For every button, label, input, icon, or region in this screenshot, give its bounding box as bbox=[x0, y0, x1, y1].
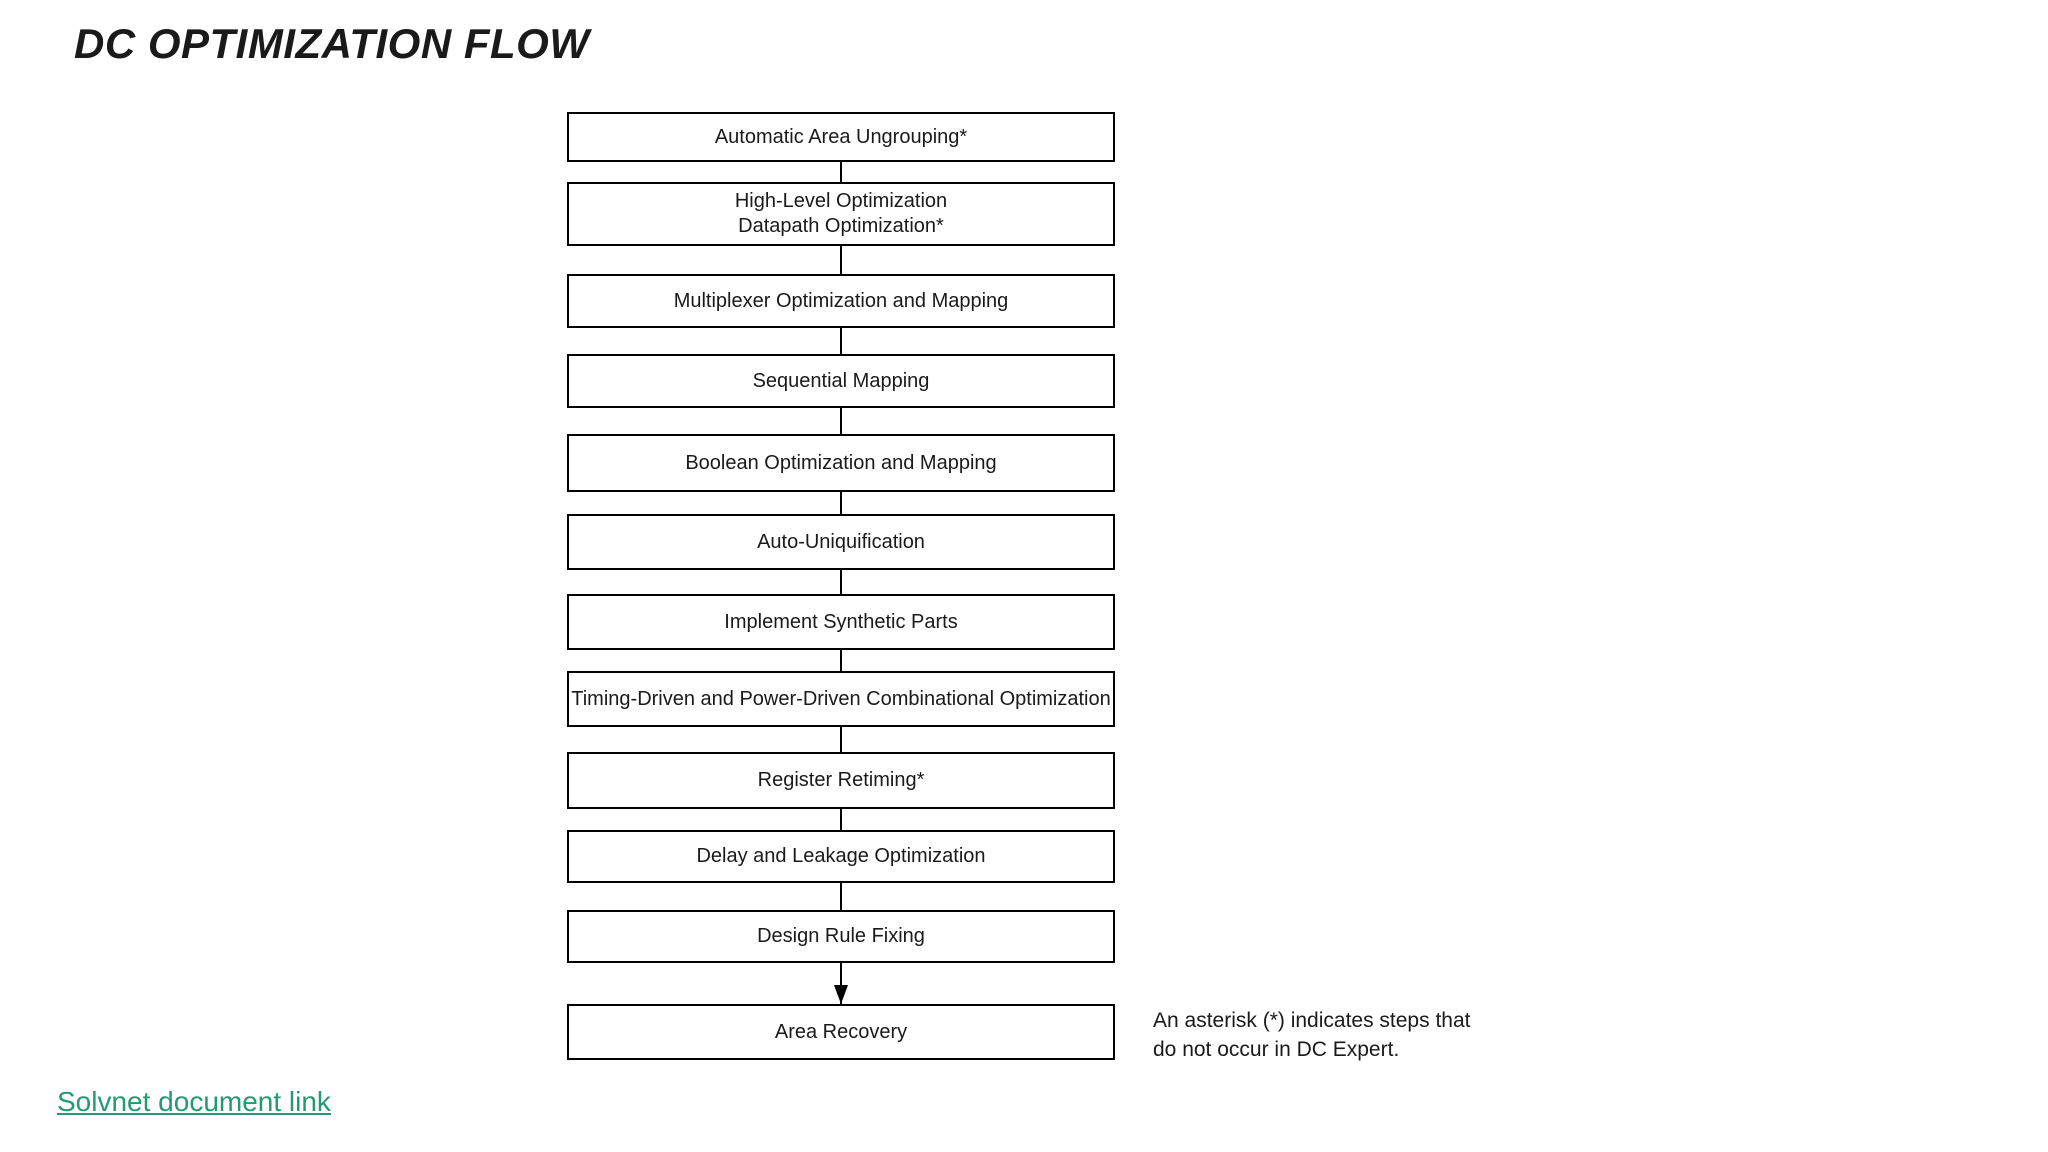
flow-step: Design Rule Fixing bbox=[567, 910, 1115, 963]
flow-step: Implement Synthetic Parts bbox=[567, 594, 1115, 650]
flow-step: Sequential Mapping bbox=[567, 354, 1115, 408]
flow-step-label: Implement Synthetic Parts bbox=[724, 610, 958, 633]
flow-step: Boolean Optimization and Mapping bbox=[567, 434, 1115, 492]
page-title: DC OPTIMIZATION FLOW bbox=[74, 20, 590, 67]
solvnet-link[interactable]: Solvnet document link bbox=[57, 1086, 331, 1117]
flow-step: Delay and Leakage Optimization bbox=[567, 830, 1115, 883]
flow-step: Auto-Uniquification bbox=[567, 514, 1115, 570]
arrowhead-icon bbox=[834, 985, 848, 1004]
flow-step-label: Design Rule Fixing bbox=[757, 925, 925, 947]
flow-connector bbox=[840, 883, 842, 910]
asterisk-note-line2: do not occur in DC Expert. bbox=[1153, 1038, 1400, 1061]
flow-connector bbox=[840, 408, 842, 434]
flow-step-label: Auto-Uniquification bbox=[757, 530, 925, 553]
flow-step: Multiplexer Optimization and Mapping bbox=[567, 274, 1115, 328]
flow-step: Area Recovery bbox=[567, 1004, 1115, 1060]
flow-connector bbox=[834, 963, 848, 1004]
flow-connector bbox=[840, 809, 842, 830]
flow-connector bbox=[840, 246, 842, 274]
flow-connector bbox=[840, 570, 842, 594]
flow-connector bbox=[840, 328, 842, 354]
flow-connector bbox=[840, 162, 842, 182]
flow-step-label: Datapath Optimization* bbox=[738, 215, 944, 237]
flow-step-label: Register Retiming* bbox=[757, 769, 925, 791]
flow-step-label: High-Level Optimization bbox=[734, 190, 948, 212]
flow-step-label: Area Recovery bbox=[774, 1020, 908, 1043]
flow-step: Timing-Driven and Power-Driven Combinati… bbox=[567, 671, 1115, 727]
flow-step-label: Automatic Area Ungrouping* bbox=[714, 125, 968, 148]
flow-connector bbox=[840, 727, 842, 752]
asterisk-note-line1: An asterisk (*) indicates steps that bbox=[1153, 1009, 1471, 1032]
flow-step-label: Multiplexer Optimization and Mapping bbox=[673, 289, 1009, 312]
flow-step: Automatic Area Ungrouping* bbox=[567, 112, 1115, 162]
flow-step-label: Delay and Leakage Optimization bbox=[696, 845, 986, 867]
flow-step-label: Sequential Mapping bbox=[752, 369, 930, 392]
flow-step: Register Retiming* bbox=[567, 752, 1115, 809]
flow-connector bbox=[840, 492, 842, 514]
asterisk-note: An asterisk (*) indicates steps that do … bbox=[1153, 1006, 1470, 1064]
flow-connector bbox=[840, 650, 842, 671]
flow-step-label: Timing-Driven and Power-Driven Combinati… bbox=[571, 687, 1111, 710]
flow-step-label: Boolean Optimization and Mapping bbox=[685, 451, 997, 474]
